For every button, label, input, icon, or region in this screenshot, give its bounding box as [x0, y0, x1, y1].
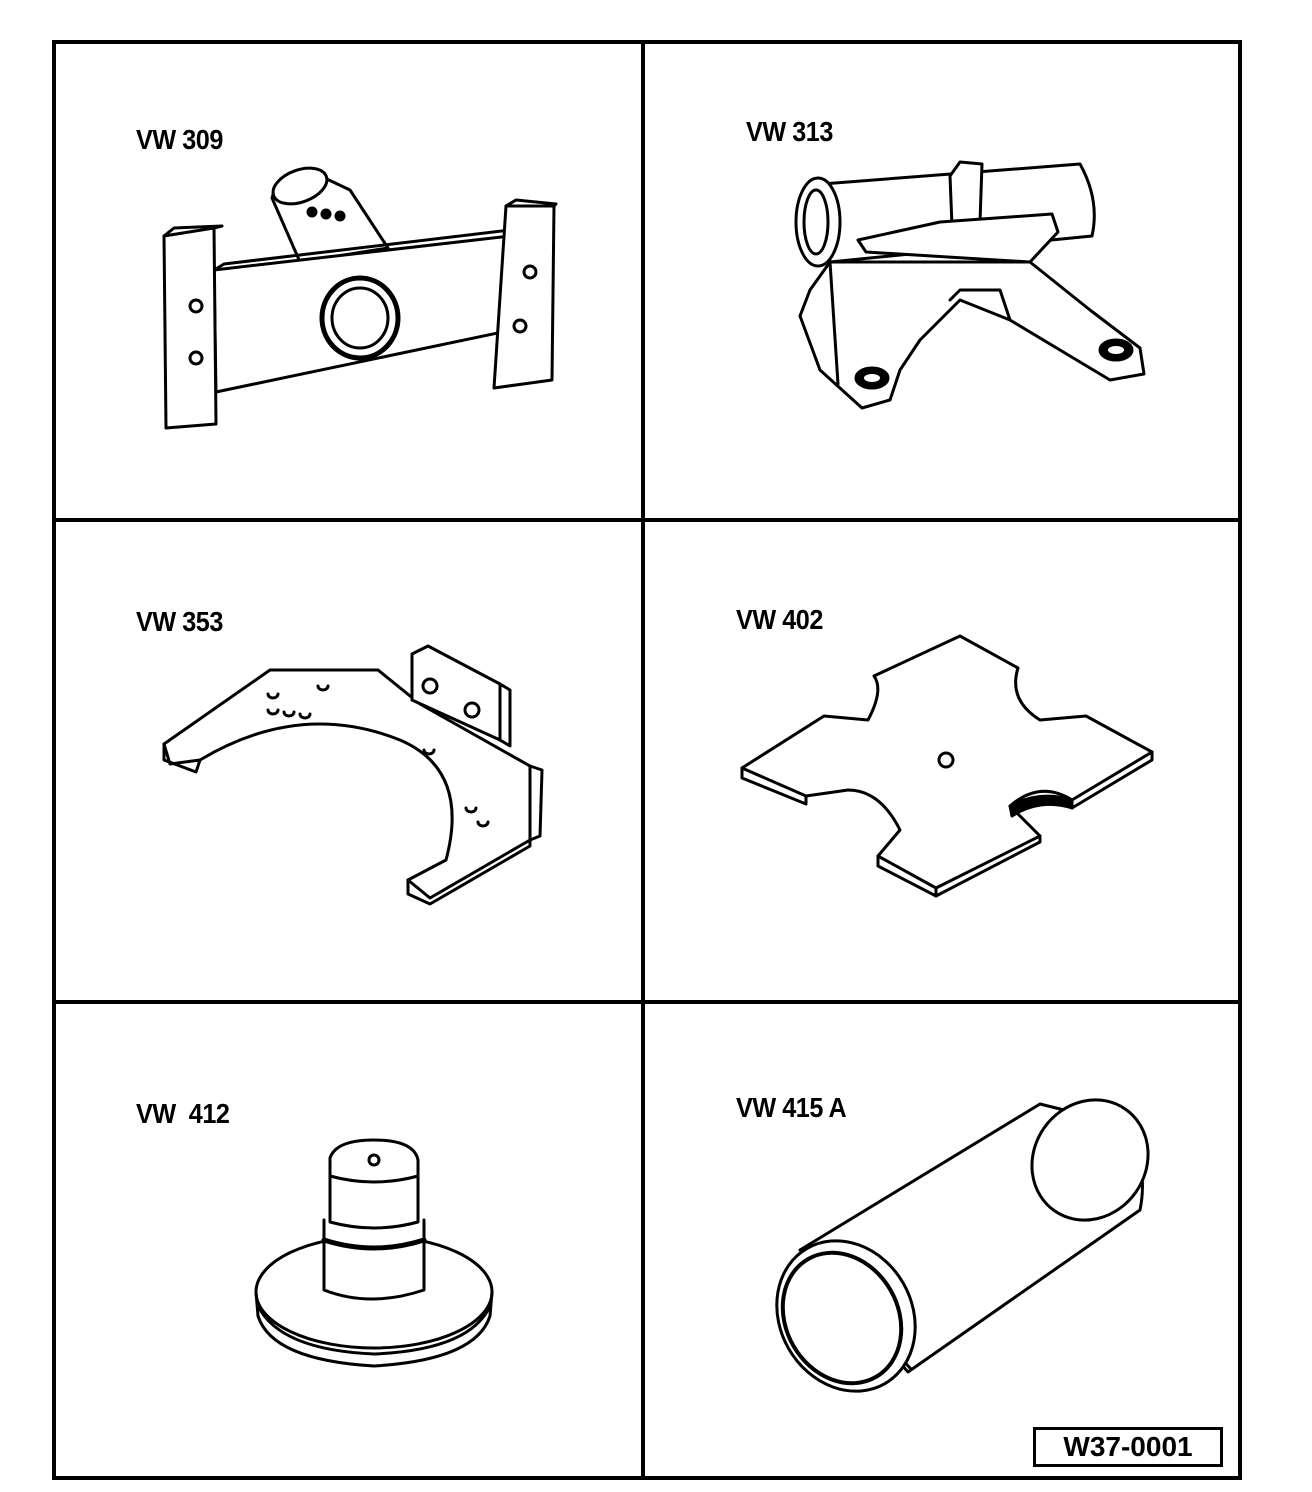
- grid-divider-horizontal-2: [52, 1000, 1242, 1004]
- tool-drawing-vw415a: [775, 1098, 1150, 1393]
- tool-label-vw309: VW 309: [136, 124, 223, 155]
- tool-label-vw313: VW 313: [746, 116, 833, 147]
- tool-label-vw353: VW 353: [136, 606, 223, 637]
- tool-label-vw415a: VW 415 A: [736, 1092, 847, 1123]
- tool-drawing-vw412: [254, 1138, 494, 1368]
- tool-drawing-vw353: [162, 644, 544, 906]
- tool-label-vw412: VW 412: [136, 1098, 230, 1129]
- tool-drawing-vw402: [740, 634, 1154, 898]
- grid-divider-horizontal-1: [52, 518, 1242, 522]
- tool-drawing-vw309: [162, 166, 558, 430]
- figure-code-box: W37-0001: [1033, 1427, 1223, 1467]
- tool-label-vw402: VW 402: [736, 604, 823, 635]
- tool-drawing-vw313: [794, 160, 1146, 410]
- grid-divider-vertical: [641, 40, 645, 1480]
